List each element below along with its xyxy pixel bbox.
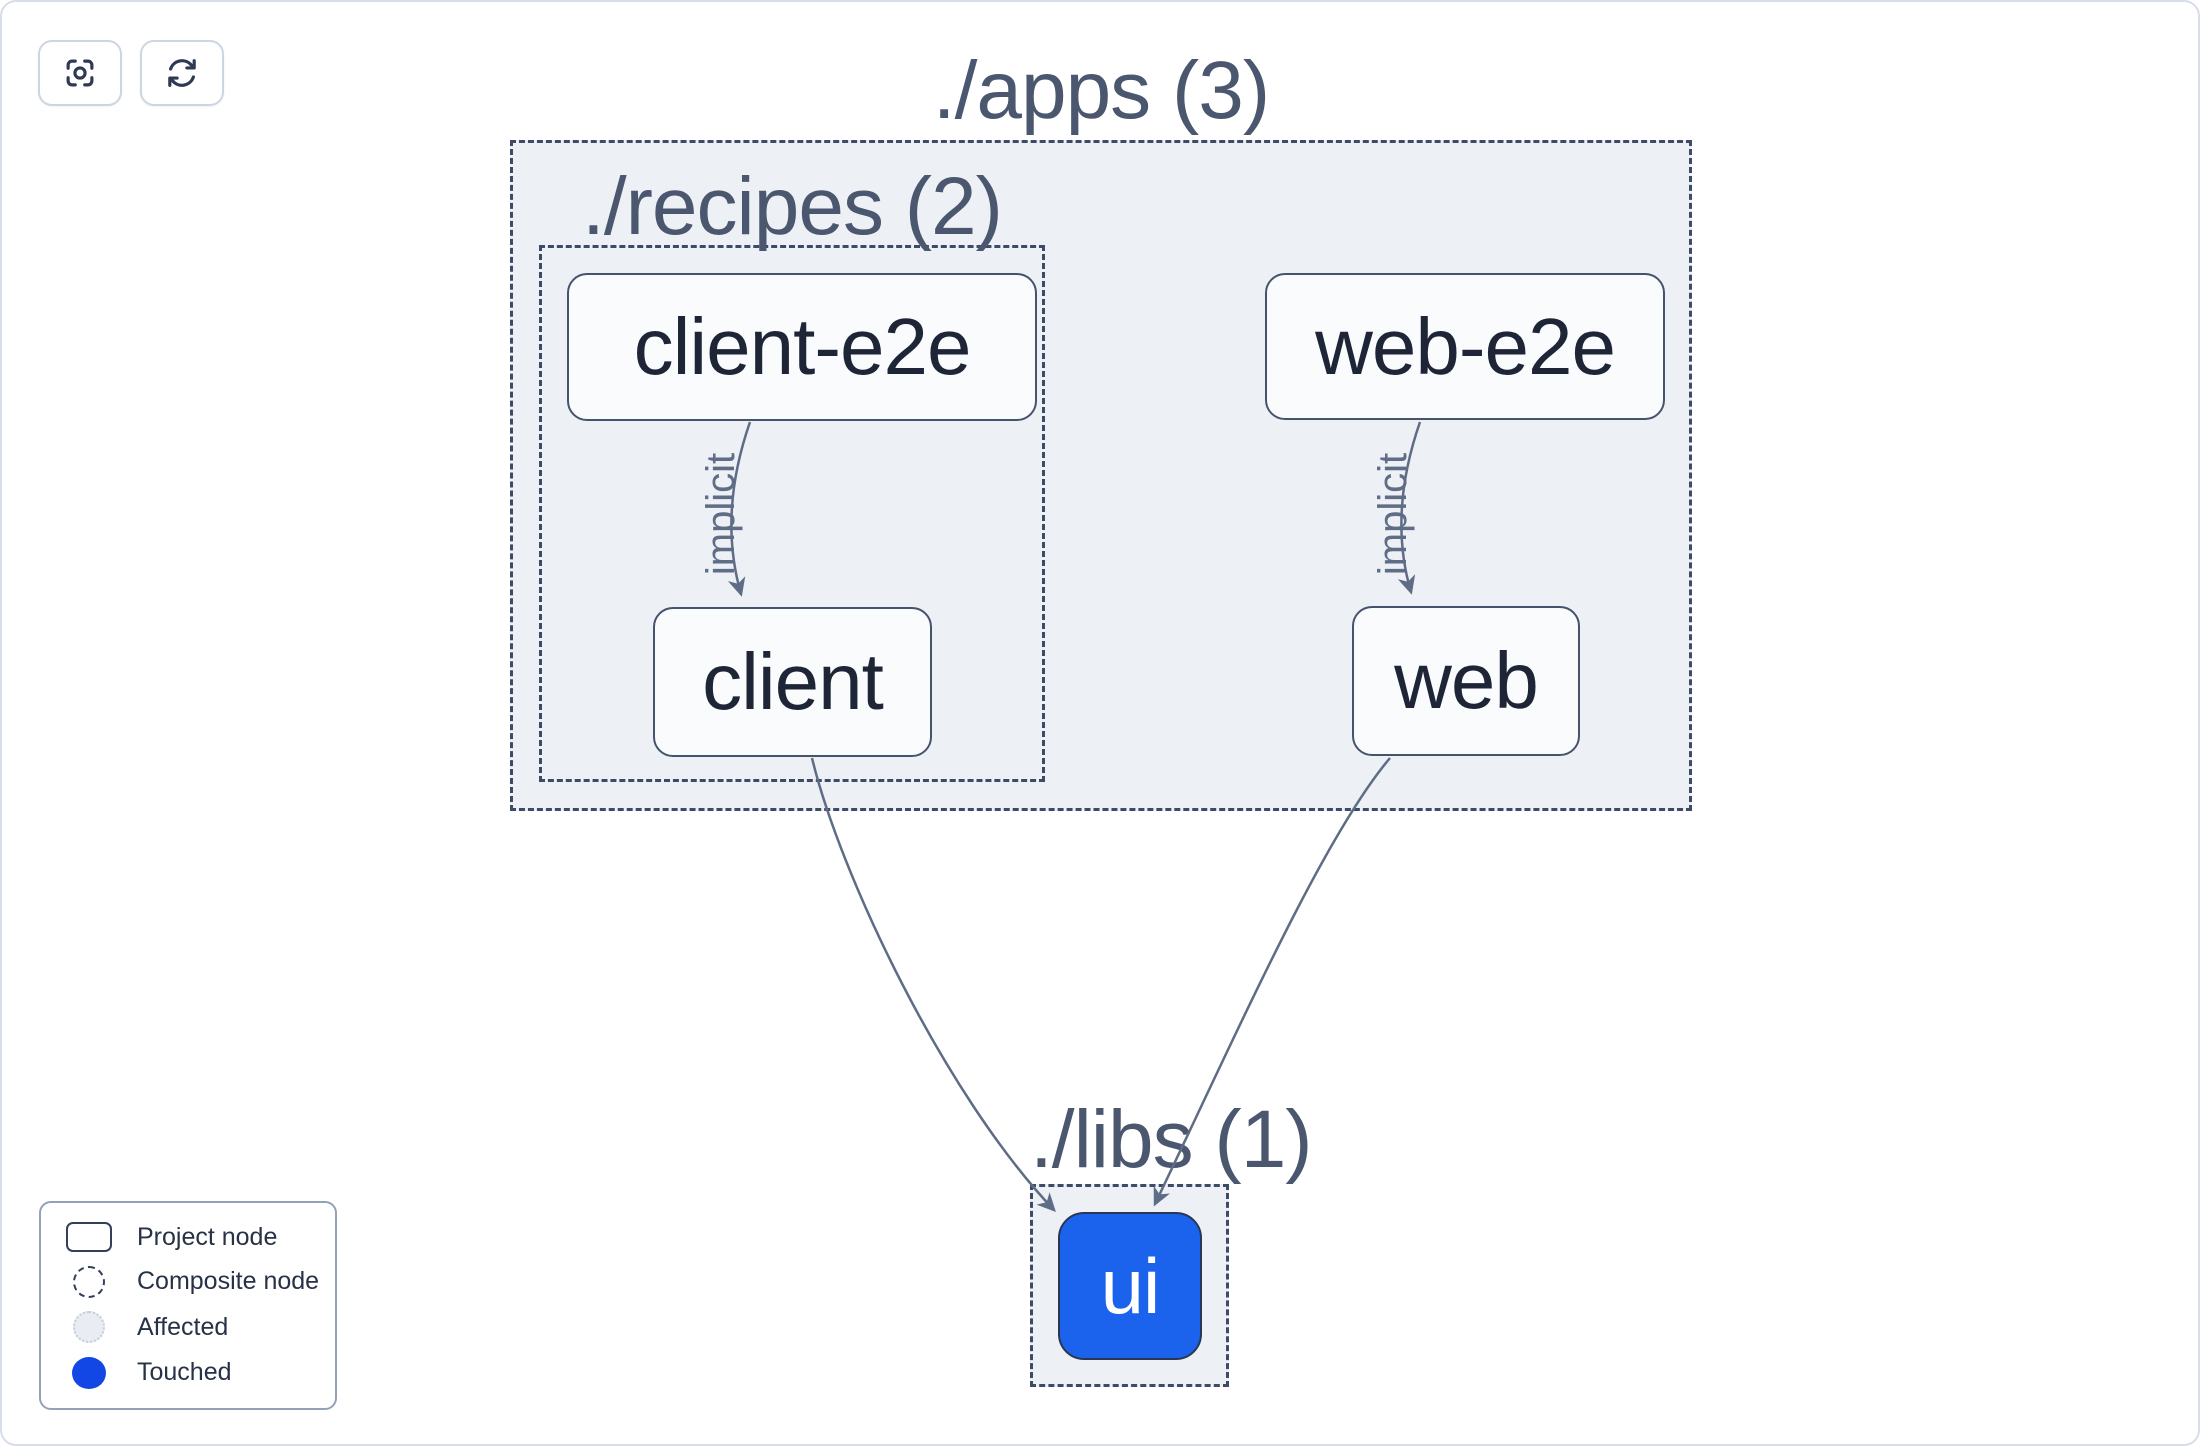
node-label: ui — [1100, 1241, 1161, 1330]
composite-node-icon — [73, 1265, 105, 1298]
edge-web-to-ui[interactable] — [1153, 757, 1391, 1207]
affected-icon — [73, 1311, 105, 1344]
legend-label: Composite node — [137, 1267, 320, 1296]
legend: Project node Composite node Affected Tou… — [39, 1201, 337, 1410]
node-ui-touched[interactable]: ui — [1058, 1212, 1202, 1360]
legend-item-affected: Affected — [41, 1311, 335, 1344]
composite-group-recipes[interactable] — [539, 245, 1045, 782]
node-label: client — [702, 637, 884, 726]
legend-item-project-node: Project node — [41, 1222, 335, 1253]
project-node-icon — [66, 1222, 112, 1253]
touched-icon — [72, 1356, 106, 1389]
refresh-icon — [163, 54, 201, 92]
refresh-button[interactable] — [140, 40, 224, 106]
group-label-apps: ./apps (3) — [932, 45, 1270, 136]
node-web-e2e[interactable]: web-e2e — [1265, 273, 1665, 420]
legend-label: Project node — [137, 1222, 278, 1251]
node-label: client-e2e — [633, 302, 972, 391]
legend-item-composite-node: Composite node — [41, 1265, 335, 1298]
legend-label: Affected — [137, 1312, 229, 1341]
node-web[interactable]: web — [1352, 606, 1580, 756]
zoom-to-fit-button[interactable] — [38, 40, 122, 106]
node-client[interactable]: client — [653, 607, 932, 757]
edge-web-e2e-to-web[interactable] — [1397, 421, 1422, 595]
group-label-recipes: ./recipes (2) — [582, 161, 1003, 252]
edge-client-e2e-to-client[interactable] — [727, 421, 752, 597]
edge-client-to-ui[interactable] — [810, 757, 1056, 1213]
node-label: web — [1394, 636, 1539, 725]
legend-label: Touched — [137, 1358, 232, 1387]
node-client-e2e[interactable]: client-e2e — [567, 273, 1037, 421]
node-label: web-e2e — [1315, 301, 1616, 391]
legend-item-touched: Touched — [41, 1356, 335, 1389]
focus-target-icon — [61, 54, 99, 92]
